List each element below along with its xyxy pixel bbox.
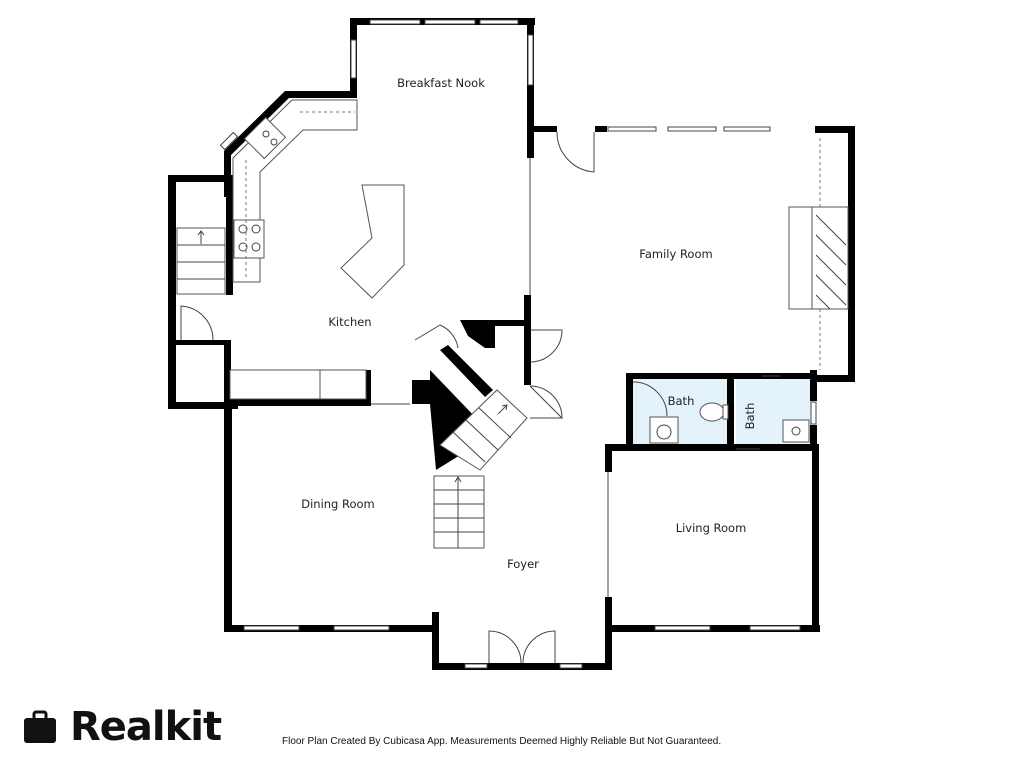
room-label-foyer: Foyer — [507, 557, 539, 571]
room-label-kitchen: Kitchen — [328, 315, 371, 329]
room-label-bath-2: Bath — [743, 403, 757, 430]
windows — [219, 19, 817, 669]
room-label-bath-1: Bath — [668, 394, 695, 408]
openings — [371, 158, 780, 597]
fireplace — [788, 138, 849, 370]
briefcase-icon — [24, 710, 56, 743]
disclaimer-text: Floor Plan Created By Cubicasa App. Meas… — [282, 736, 722, 747]
room-label-family-room: Family Room — [639, 247, 712, 261]
doors — [180, 131, 668, 664]
stairs-center — [433, 389, 528, 549]
kitchen-counters — [229, 99, 405, 400]
bath-fixtures — [649, 402, 810, 444]
brand-logo: Realkit — [22, 703, 222, 751]
room-label-dining-room: Dining Room — [301, 497, 375, 511]
room-label-breakfast-nook: Breakfast Nook — [397, 76, 485, 90]
room-label-living-room: Living Room — [676, 521, 747, 535]
brand-name: Realkit — [70, 704, 222, 750]
walls — [168, 18, 855, 670]
stair-arrow-icon — [197, 230, 508, 488]
